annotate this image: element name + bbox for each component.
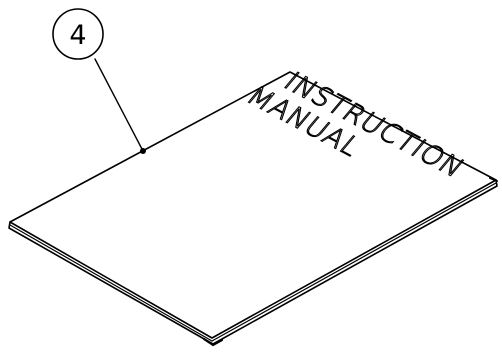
manual-edge-right [212,179,498,345]
callout-leader-dot [140,148,146,154]
callout-number: 4 [69,20,86,51]
manual-edge-right-inner [211,182,497,342]
callout-balloon: 4 [52,8,104,60]
manual-edge-left [8,221,214,345]
manual-edge-left-inner [9,224,213,342]
manual-right-corner-detail [489,177,498,182]
callout-circle [52,8,104,60]
manual-corner-detail [202,337,224,347]
callout-leader-line [94,58,144,152]
manual-book [8,71,498,347]
